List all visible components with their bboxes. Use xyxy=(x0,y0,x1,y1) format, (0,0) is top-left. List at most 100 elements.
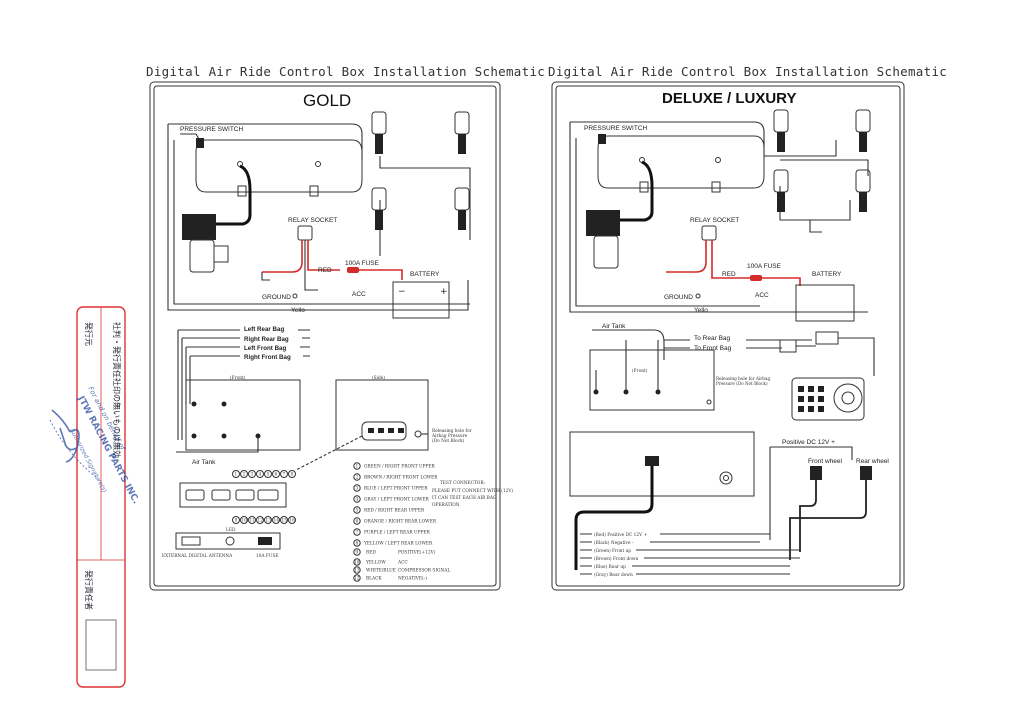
compressor-body xyxy=(593,235,619,269)
signature-box xyxy=(85,619,117,671)
test-connector-note: TEST CONNECTOR: PLEASE PUT CONNECT WITH … xyxy=(432,481,513,508)
external-antenna-label: EXTERNAL DIGITAL ANTENNA xyxy=(162,554,233,559)
left-side-label: (Side) xyxy=(372,376,385,381)
svg-text:RED: RED xyxy=(366,551,376,556)
air-bag-icon xyxy=(855,109,871,152)
svg-text:TEST CONNECTOR:: TEST CONNECTOR: xyxy=(440,481,485,486)
svg-text:RED / RIGHT REAR UPPER: RED / RIGHT REAR UPPER xyxy=(364,509,425,514)
right-loop-line xyxy=(779,186,851,221)
tank-foot xyxy=(639,181,649,193)
rear-wheel-wire xyxy=(789,480,867,560)
svg-text:2: 2 xyxy=(243,473,246,478)
svg-text:PLEASE PUT CONNECT WITH (12V): PLEASE PUT CONNECT WITH (12V) xyxy=(432,489,513,494)
compressor-hose xyxy=(618,160,654,222)
pressure-switch-icon xyxy=(598,134,606,144)
releasing-hole-label-1: Releasing hole for xyxy=(432,429,473,434)
tank-foot xyxy=(711,181,721,193)
tank-foot xyxy=(309,185,319,197)
relay-acc-wire xyxy=(304,240,318,291)
right-loop-line xyxy=(569,122,868,313)
relay-red-wire xyxy=(711,240,750,279)
svg-text:(Gray) Rear down: (Gray) Rear down xyxy=(594,573,633,578)
releasing-hole-label-3: (Do Not Block) xyxy=(432,439,465,444)
right-frame xyxy=(551,81,905,591)
battery-icon xyxy=(392,281,450,319)
release-hole-icon xyxy=(414,430,422,438)
svg-text:NEGATIVE(-): NEGATIVE(-) xyxy=(398,577,427,582)
antenna-port-icon xyxy=(181,536,201,546)
right-front-bag-label: Right Front Bag xyxy=(244,354,291,361)
relay-red-wire xyxy=(666,240,707,273)
wire-list-lines xyxy=(632,533,800,575)
responsible-label: 発行責任者 xyxy=(84,570,94,610)
relay-socket-icon xyxy=(701,225,717,241)
issuer-label: 発行元 xyxy=(84,322,94,346)
svg-text:5: 5 xyxy=(356,509,359,514)
svg-text:12: 12 xyxy=(354,577,360,582)
right-relay-socket-label: RELAY SOCKET xyxy=(690,217,739,224)
port-icon xyxy=(623,389,629,395)
front-wheel-label: Front wheel xyxy=(808,458,843,465)
tank-port-icon xyxy=(315,161,321,167)
right-ground-label: GROUND xyxy=(664,294,693,301)
svg-text:12: 12 xyxy=(258,519,264,524)
right-acc-label: ACC xyxy=(755,292,769,299)
gauge-center-icon xyxy=(841,391,855,405)
left-rear-bag-label: Left Rear Bag xyxy=(244,326,284,333)
svg-text:7: 7 xyxy=(356,531,359,536)
left-fuse-label: 100A FUSE xyxy=(345,260,380,267)
connector-icon xyxy=(645,456,659,466)
fitting-line xyxy=(796,337,875,376)
rear-wheel-label: Rear wheel xyxy=(856,458,889,465)
left-loop-line xyxy=(168,123,363,160)
svg-text:WHITE/BLUE: WHITE/BLUE xyxy=(366,569,396,574)
positive-line xyxy=(770,446,853,460)
left-yello-label: Yello xyxy=(291,307,305,314)
svg-text:7: 7 xyxy=(283,473,286,478)
left-ground-label: GROUND xyxy=(262,294,291,301)
right-loop-line xyxy=(570,121,837,157)
air-bag-icon xyxy=(855,169,871,212)
svg-text:13: 13 xyxy=(266,519,272,524)
port-icon xyxy=(191,433,197,439)
left-heading: GOLD xyxy=(303,91,351,110)
tee-fitting-icon xyxy=(779,339,797,353)
battery-minus: − xyxy=(398,287,406,297)
air-bag-icon xyxy=(454,111,470,154)
svg-text:PURPLE / LEFT REAR UPPER: PURPLE / LEFT REAR UPPER xyxy=(364,531,431,536)
left-loop-line xyxy=(379,156,471,240)
svg-text:2: 2 xyxy=(356,476,359,481)
port-icon xyxy=(655,389,661,395)
left-red-label: RED xyxy=(318,267,332,274)
svg-text:4: 4 xyxy=(356,498,359,503)
relay-socket-icon xyxy=(297,225,313,241)
right-air-tank-shape xyxy=(597,135,765,189)
svg-text:4: 4 xyxy=(259,473,262,478)
svg-text:GREEN / RIGHT FRONT UPPER: GREEN / RIGHT FRONT UPPER xyxy=(364,465,435,470)
left-relay-socket-label: RELAY SOCKET xyxy=(288,217,337,224)
port-icon xyxy=(221,401,227,407)
fuse-icon xyxy=(347,267,359,273)
issuer-stamp-box: 社判・発行責任社印の無いものは無効 発行元 発行責任者 For and on b… xyxy=(49,306,141,688)
right-tank-line xyxy=(592,329,665,360)
harness-bundle xyxy=(574,466,654,570)
compressor-bracket xyxy=(214,245,229,263)
right-air-tank-label: Air Tank xyxy=(602,323,626,330)
svg-text:6: 6 xyxy=(275,473,278,478)
svg-text:6: 6 xyxy=(356,520,359,525)
right-loop-line xyxy=(809,220,822,233)
signature-icon xyxy=(51,409,80,463)
relay-red-wire xyxy=(262,240,303,273)
svg-text:(Blue) Rear up: (Blue) Rear up xyxy=(594,565,626,570)
led-label: LED xyxy=(226,528,236,533)
svg-text:8: 8 xyxy=(356,542,359,547)
air-tank-shape xyxy=(195,139,363,193)
release-hole-icon xyxy=(706,399,712,405)
battery-icon xyxy=(795,284,855,322)
right-wire-list: (Red) Positive DC 12V + (Black) Negative… xyxy=(594,533,648,578)
svg-text:BLACK: BLACK xyxy=(366,577,382,582)
svg-text:1: 1 xyxy=(356,465,359,470)
